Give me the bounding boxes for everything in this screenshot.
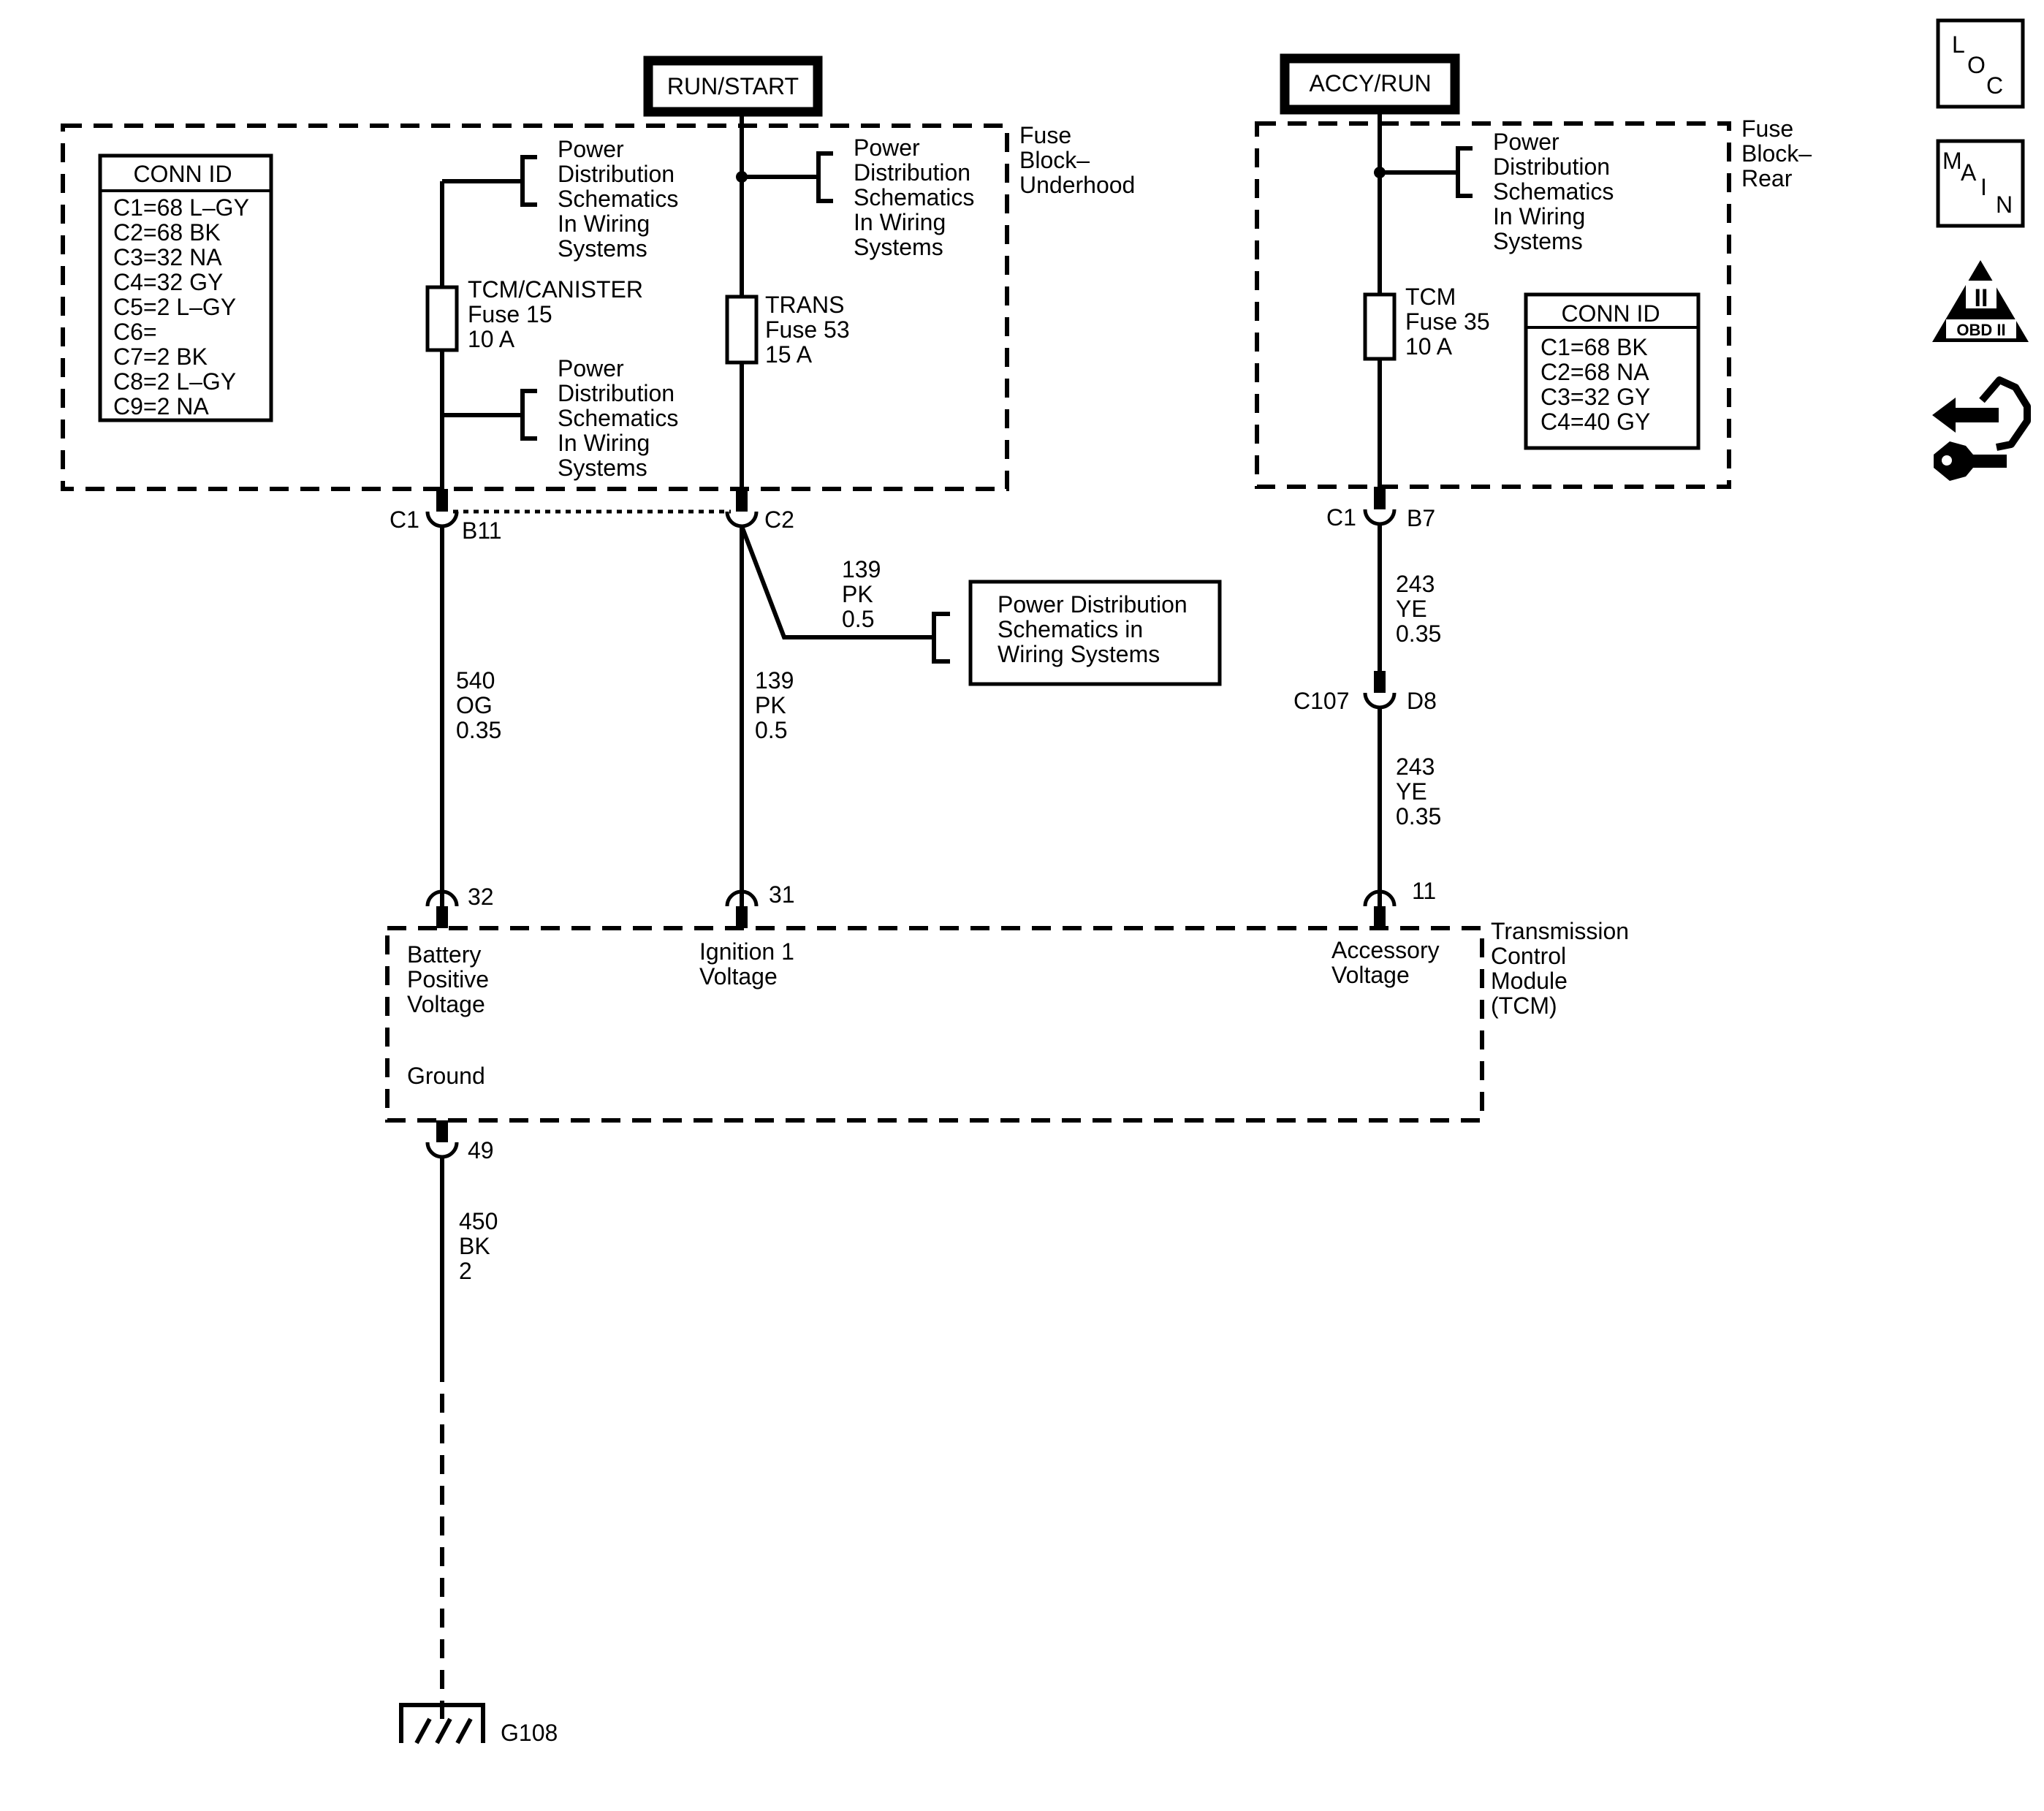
accy-run-label: ACCY/RUN [1309, 70, 1431, 96]
main-icon[interactable]: M A I N [1936, 139, 2025, 228]
fuse-block-underhood-outline [61, 124, 1009, 491]
ground-g108-symbol [399, 1703, 485, 1744]
conn-id-rear-title: CONN ID [1561, 300, 1660, 327]
fuse-block-rear-outline [1255, 121, 1731, 489]
ground-g108-label: G108 [501, 1720, 558, 1746]
conn-id-underhood-table [98, 153, 273, 422]
tcm-fuse-35-symbol [1363, 292, 1397, 361]
svg-text:I: I [1980, 174, 1987, 200]
trans-fuse-symbol [725, 295, 759, 365]
conn-id-underhood-title: CONN ID [133, 161, 232, 187]
service-tool-icon[interactable] [1932, 376, 2031, 481]
pin-11-label: 11 [1412, 878, 1436, 904]
svg-text:C: C [1986, 72, 2003, 99]
tcm-pin-32 [425, 889, 459, 907]
c107-label: C107 [1293, 688, 1350, 714]
conn-id-rear-table [1524, 292, 1701, 450]
loc-icon[interactable]: L O C [1936, 18, 2025, 109]
pin-31-label: 31 [769, 881, 795, 908]
accy-run-source-box [1280, 53, 1460, 115]
tcm-canister-fuse-symbol [425, 285, 459, 352]
svg-text:M: M [1942, 148, 1962, 174]
d8-label: D8 [1407, 688, 1437, 714]
obd-ii-icon[interactable]: II OBD II [1932, 260, 2029, 342]
wire-139-branch [740, 525, 934, 639]
b7-label: B7 [1407, 505, 1435, 531]
connector-c1-b7 [1363, 509, 1397, 526]
pin-32-label: 32 [468, 884, 494, 910]
connector-c1-b11 [425, 511, 459, 528]
svg-text:N: N [1996, 191, 2013, 218]
c2-label: C2 [764, 506, 794, 533]
tcm-pin-49 [425, 1142, 459, 1159]
c1-left-label: C1 [390, 506, 419, 533]
run-start-label: RUN/START [667, 73, 799, 99]
tcm-ground-label: Ground [407, 1063, 485, 1089]
b11-label: B11 [462, 517, 502, 544]
c1-right-label: C1 [1326, 504, 1356, 531]
run-start-source-box [643, 56, 823, 117]
svg-text:O: O [1967, 52, 1986, 78]
svg-text:II: II [1975, 284, 1988, 312]
connector-c2 [725, 511, 759, 528]
svg-text:L: L [1952, 31, 1965, 58]
power-distribution-box [968, 580, 1222, 686]
connector-c107-d8 [1363, 692, 1397, 710]
pin-49-label: 49 [468, 1137, 494, 1163]
svg-text:OBD II: OBD II [1956, 321, 2005, 339]
svg-text:A: A [1961, 159, 1977, 186]
tcm-module-outline [385, 926, 1484, 1123]
tcm-pin-11 [1363, 889, 1397, 907]
tcm-pin-31 [725, 889, 759, 907]
